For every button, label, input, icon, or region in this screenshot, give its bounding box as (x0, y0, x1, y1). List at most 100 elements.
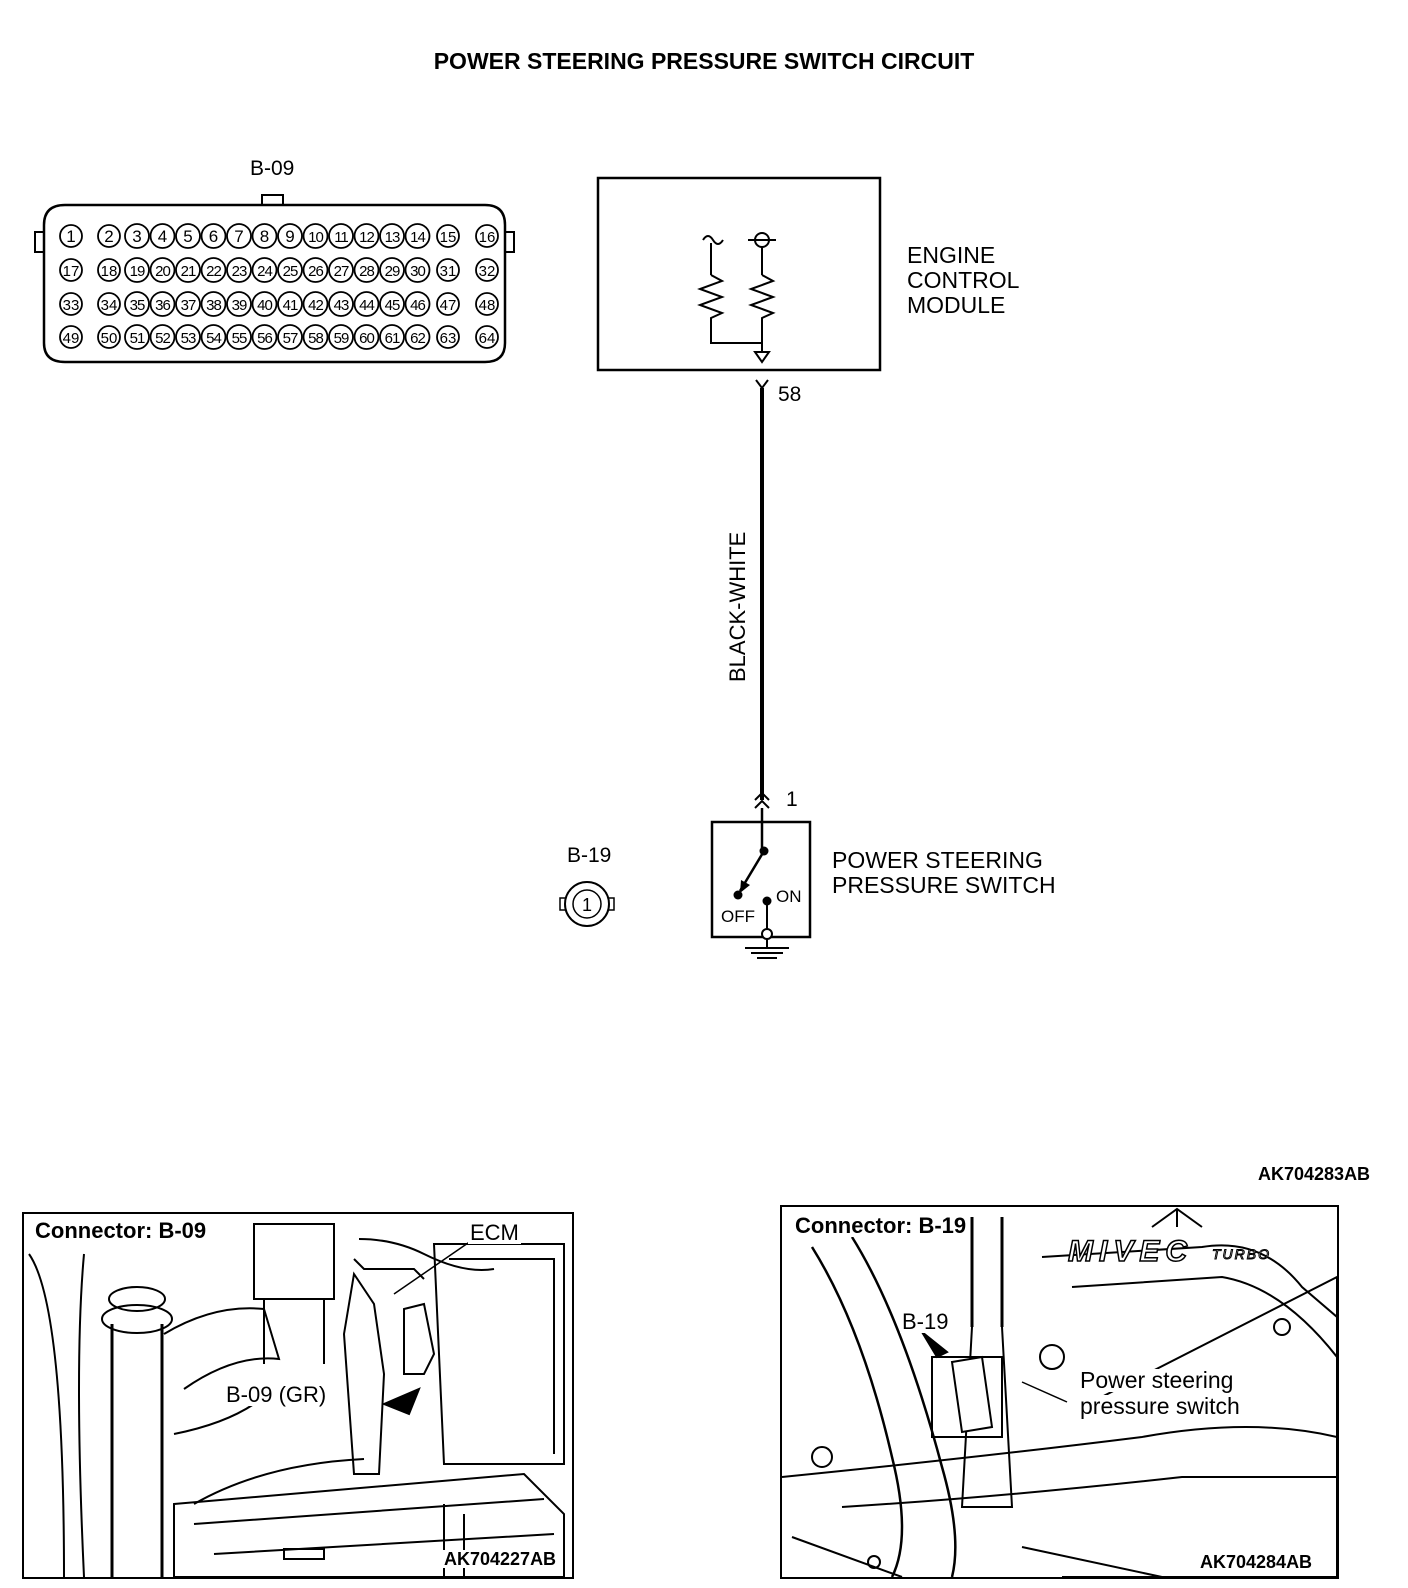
ac-source-icon (702, 235, 724, 275)
connector-b09-pin-number: 15 (440, 229, 457, 246)
connector-b09-pin: 10 (302, 223, 329, 249)
connector-b09-label: B-09 (250, 157, 294, 180)
connector-b09-pin: 62 (404, 324, 431, 350)
connector-b09-pin-number: 59 (334, 330, 349, 347)
connector-b09-pin: 7 (226, 223, 252, 249)
connector-b09-pin-number: 63 (440, 330, 457, 347)
connector-b09-pin: 50 (97, 325, 121, 349)
connector-b09-pin: 9 (277, 223, 303, 249)
connector-b09-pin: 29 (379, 257, 405, 283)
connector-b09-pin-number: 44 (359, 297, 374, 314)
resistor-icon (748, 274, 776, 352)
connector-b09-pin: 21 (175, 257, 201, 283)
connector-b09-pin: 28 (353, 257, 380, 283)
photo-b09-heading: Connector: B-09 (32, 1220, 210, 1242)
connector-b09-pin: 46 (404, 291, 431, 317)
switch-on-label: ON (776, 887, 802, 906)
ecm-label-line: ENGINE (907, 242, 995, 268)
connector-b09-pin-number: 22 (206, 263, 221, 280)
photo-connector-b19: MIVEC TURBO Connector: B-19 B-19 Power s… (780, 1205, 1339, 1579)
connector-b09-pin: 43 (328, 291, 354, 317)
connector-b09-pin: 59 (328, 324, 354, 350)
connector-b09-pin-number: 42 (308, 297, 323, 314)
connector-b09-pin: 47 (436, 292, 460, 316)
ecm-label: ENGINE CONTROL MODULE (907, 242, 1020, 318)
connector-b09-pin: 32 (475, 258, 499, 282)
diagram-title: POWER STEERING PRESSURE SWITCH CIRCUIT (433, 48, 975, 74)
connector-b19-label: B-19 (567, 844, 611, 867)
connector-b09-pin-number: 50 (101, 330, 118, 347)
connector-b09-pin: 22 (200, 257, 227, 283)
wire-color-label: BLACK-WHITE (725, 532, 750, 682)
connector-b09-pin: 51 (124, 324, 150, 350)
photo-b19-heading: Connector: B-19 (792, 1215, 970, 1237)
connector-b09-pin: 20 (149, 257, 176, 283)
resistor-icon (697, 274, 762, 344)
connector-b09-pin-number: 45 (385, 297, 400, 314)
connector-b09-pin-number: 54 (206, 330, 221, 347)
photo-b09-code: AK704227AB (442, 1549, 559, 1569)
connector-b09-pin-number: 27 (334, 263, 349, 280)
connector-b09-pin-number: 21 (181, 263, 196, 280)
connector-b09-pin: 15 (436, 224, 460, 248)
ecm-outline (596, 176, 882, 372)
connector-b09-pin-number: 46 (410, 297, 425, 314)
callout-pressure-switch-line: pressure switch (1078, 1393, 1242, 1419)
pressure-switch: ON OFF (710, 808, 812, 959)
connector-b09-pin-number: 8 (260, 227, 269, 246)
connector-b09-pin-number: 30 (410, 263, 425, 280)
connector-b09-pin-number: 64 (479, 330, 496, 347)
engine-bay-illustration (782, 1207, 1337, 1577)
connector-b09-pin: 3 (124, 223, 150, 249)
connector-b09-pin-number: 48 (479, 297, 496, 314)
connector-b09-pin-number: 62 (410, 330, 425, 347)
switch-pin-number: 1 (786, 788, 798, 811)
connector-b09-pin: 45 (379, 291, 405, 317)
connector-b09-pin-number: 56 (257, 330, 272, 347)
connector-b09-pin: 49 (59, 325, 83, 349)
connector-b09-pin: 24 (251, 257, 278, 283)
connector-b09-pin: 40 (251, 291, 278, 317)
connector-b09-pin: 34 (97, 292, 121, 316)
brand-logo: MIVEC (1067, 1235, 1194, 1268)
connector-b09-pin-number: 26 (308, 263, 323, 280)
connector-b09-pin-number: 24 (257, 263, 272, 280)
connector-b09-latch (261, 194, 284, 206)
connector-b09-pin-number: 17 (63, 263, 80, 280)
switch-arrow-icon (740, 880, 750, 893)
connector-b09-pin: 18 (97, 258, 121, 282)
connector-b09-pin: 19 (124, 257, 150, 283)
connector-b09-pin-number: 6 (209, 227, 218, 246)
connector-b09-pin-number: 31 (440, 263, 457, 280)
connector-b09-pin-number: 5 (183, 227, 192, 246)
ground-icon (745, 939, 789, 959)
connector-b09-pin-number: 7 (234, 227, 243, 246)
connector-b09-pin: 1 (59, 224, 83, 248)
connector-b09-pin: 52 (149, 324, 176, 350)
ecm-pin-terminal-icon (755, 379, 769, 390)
connector-b09-pin-number: 32 (479, 263, 496, 280)
connector-b09-pin-number: 41 (283, 297, 298, 314)
connector-b09-pin-number: 10 (308, 229, 323, 246)
connector-b09-pin-number: 55 (232, 330, 247, 347)
connector-b09-pin-number: 4 (158, 227, 167, 246)
connector-b09-pin: 5 (175, 223, 201, 249)
connector-b09-pin-number: 43 (334, 297, 349, 314)
connector-b09-pin: 39 (226, 291, 252, 317)
connector-b09-pin: 4 (149, 223, 176, 249)
connector-b09-tab-right (504, 231, 515, 253)
connector-b09-pin-number: 61 (385, 330, 400, 347)
connector-b09-pin-number: 9 (285, 227, 294, 246)
connector-b09-pin-number: 25 (283, 263, 298, 280)
connector-b09-pin-number: 36 (155, 297, 170, 314)
callout-b09-connector: B-09 (GR) (224, 1382, 329, 1407)
connector-b09-pin-number: 33 (63, 297, 80, 314)
callout-pressure-switch-line: Power steering (1078, 1367, 1236, 1393)
connector-b09-pin: 8 (251, 223, 278, 249)
connector-b09-pin: 2 (97, 224, 121, 248)
connector-b09-pin: 16 (475, 224, 499, 248)
connector-b09-pin: 53 (175, 324, 201, 350)
ecm-label-line: MODULE (907, 292, 1005, 318)
connector-b09-pin-number: 52 (155, 330, 170, 347)
